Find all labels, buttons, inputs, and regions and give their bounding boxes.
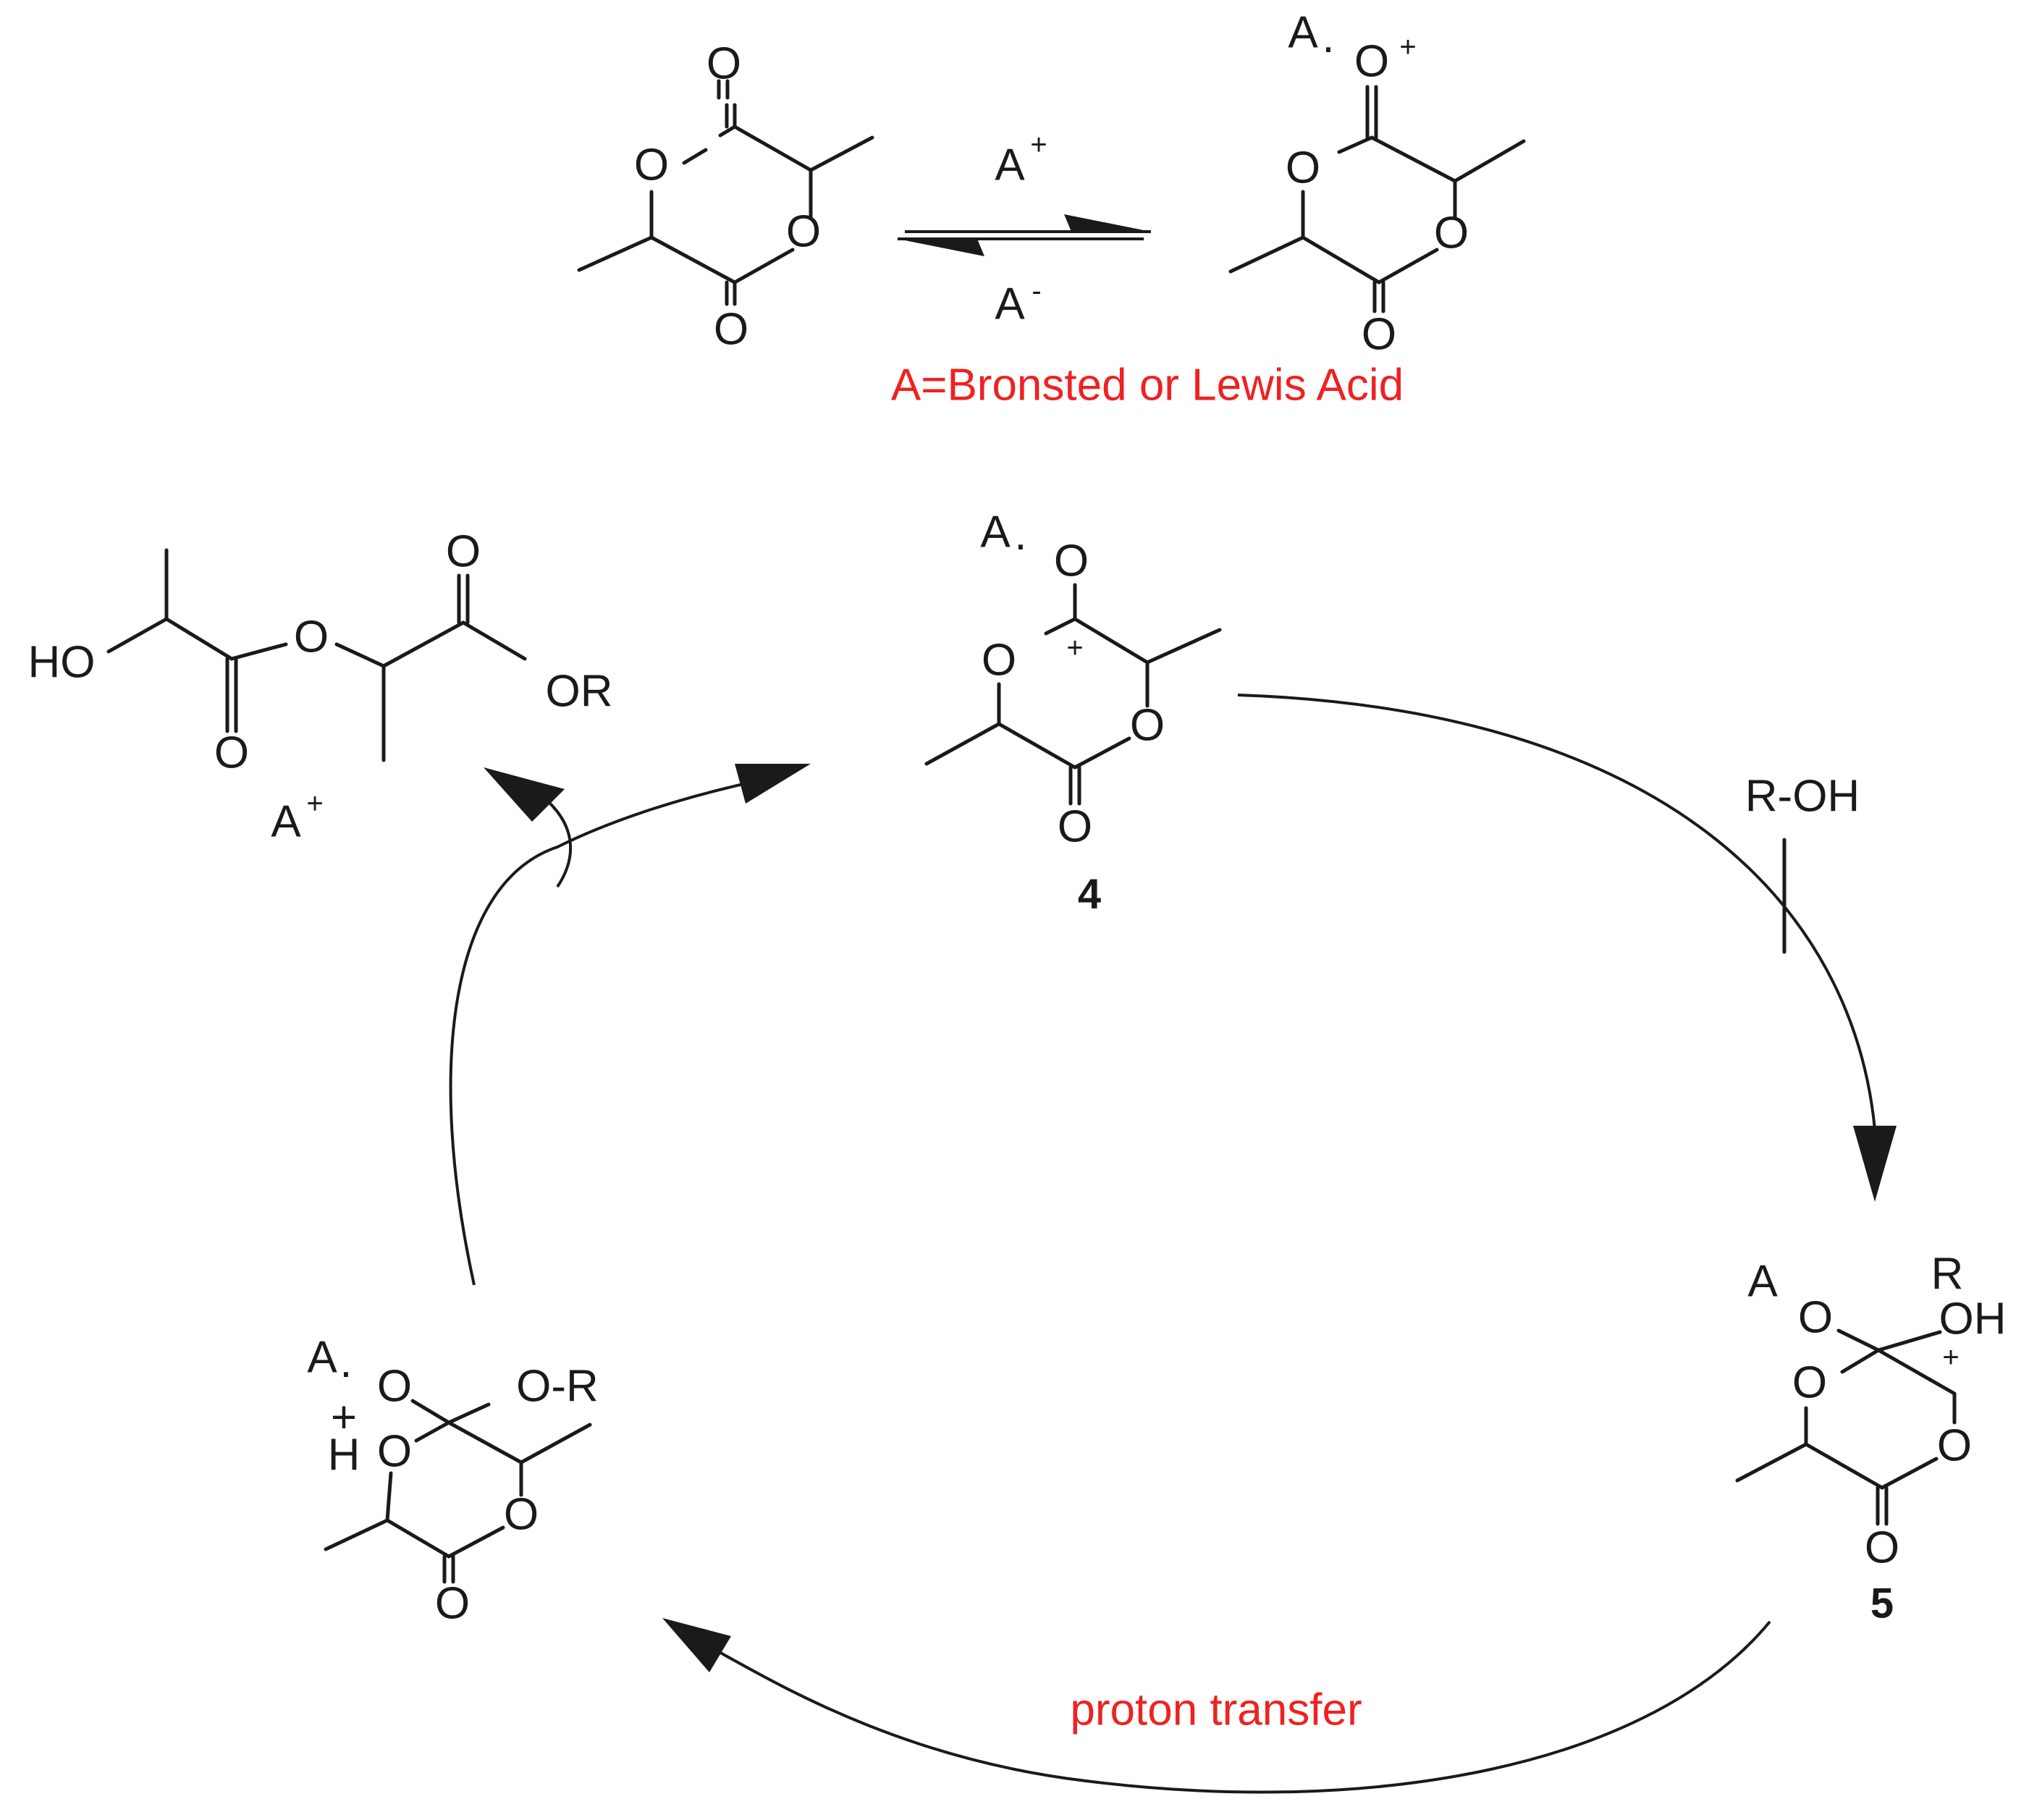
arrowhead <box>662 1618 731 1672</box>
ring-opened-product: HO O O O OR A + <box>28 527 613 847</box>
acid-label: A <box>1288 8 1318 58</box>
ester-or-label: OR <box>546 667 613 717</box>
atom-o: O <box>504 1490 539 1540</box>
atom-o: O <box>1792 1358 1827 1408</box>
dot: · <box>339 1347 354 1397</box>
compound-5: A O R OH + O O O 5 <box>1735 1250 2007 1627</box>
eq-reagent-top: A <box>995 140 1025 190</box>
atom-o: O <box>377 1362 412 1412</box>
atom-o: O <box>294 612 329 662</box>
atom-o: O <box>377 1427 412 1477</box>
arrowhead <box>735 764 811 804</box>
lactide-molecule: O O O O <box>577 39 874 355</box>
atom-o: O <box>1058 802 1092 852</box>
alkyl-r-label: R <box>1931 1250 1964 1299</box>
atom-o: O <box>1798 1293 1833 1343</box>
atom-o: O <box>1054 536 1089 586</box>
acid-label: A <box>307 1333 337 1383</box>
proton-transfer-label: proton transfer <box>1070 1685 1362 1735</box>
atom-o: O <box>1434 208 1469 258</box>
eq-reagent-bottom-charge: - <box>1032 275 1041 307</box>
released-acid-charge: + <box>306 788 323 820</box>
atom-o: O <box>214 728 249 778</box>
hydroxyl-label: HO <box>28 638 96 688</box>
atom-o: O <box>1362 310 1396 360</box>
atom-o: O <box>1865 1523 1899 1573</box>
atom-o: O <box>706 39 741 89</box>
hydroxyl-oh-label: OH <box>1939 1294 2007 1344</box>
arrowhead <box>1853 1126 1897 1202</box>
atom-o: O <box>714 305 748 355</box>
atom-o: O <box>1937 1421 1972 1471</box>
acid-definition-note: A=Bronsted or Lewis Acid <box>891 361 1404 410</box>
atom-o: O <box>435 1579 470 1629</box>
atom-o: O <box>786 207 821 257</box>
arrowhead <box>484 767 565 822</box>
atom-o: O <box>446 527 481 577</box>
dot: · <box>1013 520 1029 570</box>
compound-4: A · O O + O O 4 <box>924 507 1222 918</box>
atom-o: O <box>1130 701 1165 751</box>
charge-plus: + <box>1942 1341 1959 1373</box>
arrowhead <box>898 239 984 256</box>
atom-o: O <box>634 140 669 190</box>
orthoester-intermediate: A · O + O-R H O O O <box>307 1333 599 1629</box>
atom-o: O <box>1354 37 1389 87</box>
hydrogen-label: H <box>328 1431 360 1480</box>
charge-plus: + <box>1399 31 1416 63</box>
activated-lactide: A · O + O O O <box>1228 8 1526 360</box>
alkoxy-label: O-R <box>516 1362 599 1412</box>
charge-plus: + <box>1066 632 1083 664</box>
released-acid: A <box>271 797 301 847</box>
arrowhead <box>1064 214 1151 232</box>
compound-4-number: 4 <box>1078 871 1101 918</box>
eq-reagent-bottom: A <box>995 279 1025 329</box>
charge-plus: + <box>331 1393 357 1443</box>
acid-label: A <box>1747 1257 1778 1307</box>
atom-o: O <box>982 636 1016 686</box>
reagent-label: R-OH <box>1745 772 1860 822</box>
equilibrium-arrows: A + A - <box>898 129 1151 329</box>
acid-label: A <box>980 507 1011 557</box>
dot: · <box>1321 22 1336 72</box>
compound-5-number: 5 <box>1870 1580 1894 1627</box>
eq-reagent-top-charge: + <box>1030 129 1047 161</box>
catalytic-cycle-arrows: R-OH proton transfer <box>449 694 1897 1794</box>
atom-o: O <box>1286 143 1320 193</box>
